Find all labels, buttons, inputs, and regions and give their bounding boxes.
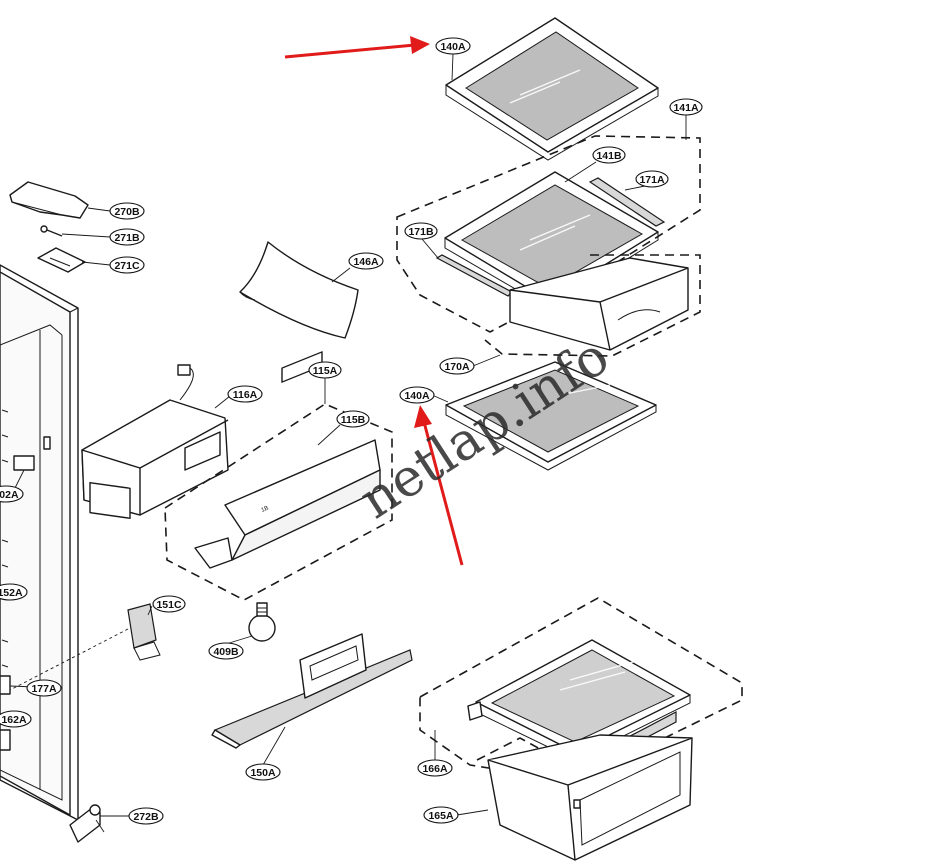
rail-171a	[588, 177, 666, 227]
arrow-to-140a-mid	[422, 421, 464, 566]
label-270b: 270B	[114, 206, 140, 218]
callout-141a: 141A	[669, 98, 703, 116]
arrow-to-140a-top	[284, 43, 416, 59]
bracket-part-271c	[37, 247, 86, 273]
label-151c: 151C	[156, 599, 182, 611]
label-177a: 177A	[31, 683, 57, 695]
callout-141b: 141B	[592, 146, 626, 164]
glass-shelf-140a-mid	[445, 361, 657, 471]
panel-115b	[194, 351, 381, 569]
callout-171a: 171A	[635, 170, 669, 188]
callout-152a: 152A	[0, 583, 28, 601]
label-272b: 272B	[133, 811, 159, 823]
crisper-drawer-165a	[487, 734, 693, 861]
callout-150a: 150A	[245, 763, 281, 781]
label-141a: 141A	[673, 102, 699, 114]
hinge-part	[69, 804, 105, 843]
label-409b: 409B	[213, 646, 239, 658]
callout-271b: 271B	[109, 228, 145, 246]
part-tag-text: 1B	[261, 506, 270, 514]
callout-272b: 272B	[128, 807, 164, 825]
callout-115b: 115B	[336, 410, 370, 428]
curved-cover-146a	[239, 241, 359, 339]
glass-shelf-140a-top	[445, 17, 659, 161]
label-271c: 271C	[114, 260, 140, 272]
callout-116a: 116A	[227, 385, 263, 403]
callout-115a: 115A	[308, 361, 342, 379]
leader-lines	[9, 53, 687, 817]
label-165a: 165A	[428, 810, 454, 822]
label-171b: 171B	[408, 226, 434, 238]
screw-part-271b	[40, 225, 63, 237]
label-140a-top: 140A	[440, 41, 466, 53]
callout-162a: 162A	[0, 710, 32, 728]
label-150a: 150A	[250, 767, 276, 779]
label-141b: 141B	[596, 150, 622, 162]
label-170a: 170A	[444, 361, 470, 373]
callout-171b: 171B	[404, 222, 438, 240]
callout-271c: 271C	[109, 256, 145, 274]
label-115a: 115A	[313, 365, 338, 377]
callout-409b: 409B	[208, 642, 244, 660]
cover-part-270b	[9, 181, 89, 219]
cover-150a	[211, 633, 413, 749]
callout-170a: 170A	[439, 357, 475, 375]
label-162a: 162A	[1, 714, 27, 726]
light-bulb-409b	[248, 602, 276, 642]
arrow-head-top	[410, 36, 430, 54]
callout-labels: 140A 141A 141B 171A 171B 170A 140A 146A	[0, 37, 703, 825]
callout-177a: 177A	[26, 679, 62, 697]
filter-151c	[127, 603, 161, 661]
callout-166a: 166A	[417, 759, 453, 777]
arrow-head-mid	[414, 405, 432, 428]
callout-270b: 270B	[109, 202, 145, 220]
housing-116a	[81, 364, 229, 519]
dashed-group-115a	[164, 403, 393, 601]
callout-165a: 165A	[423, 806, 459, 824]
drawer-170a	[484, 254, 701, 357]
label-115b: 115B	[341, 414, 366, 426]
label-171a: 171A	[639, 174, 665, 186]
callout-140a-top: 140A	[435, 37, 471, 55]
label-166a: 166A	[422, 763, 448, 775]
label-140a-mid: 140A	[404, 390, 430, 402]
refrigerator-cabinet	[0, 264, 79, 821]
label-152a: 152A	[0, 587, 23, 599]
label-102a: 102A	[0, 489, 19, 501]
label-271b: 271B	[114, 232, 140, 244]
label-116a: 116A	[233, 389, 258, 401]
callout-140a-mid: 140A	[399, 386, 435, 404]
callout-151c: 151C	[152, 595, 186, 613]
callout-146a: 146A	[348, 252, 384, 270]
highlight-arrows	[284, 36, 464, 566]
callout-102a: 102A	[0, 485, 24, 503]
label-146a: 146A	[353, 256, 379, 268]
